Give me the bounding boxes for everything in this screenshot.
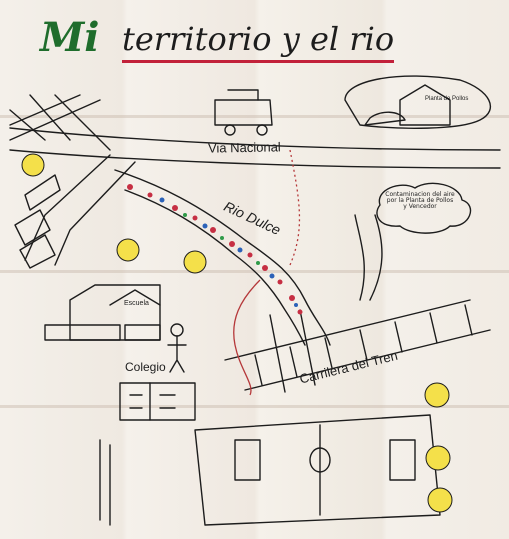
pollution-cloud: [376, 182, 472, 234]
planta-sign: Planta de Pollos: [425, 96, 469, 102]
car-icon: [364, 111, 406, 126]
title-mi: Mi: [40, 14, 100, 61]
title-text: territorio y el rio: [122, 20, 395, 63]
via-nacional-label: Via Nacional: [207, 139, 281, 156]
railroad-track: [224, 299, 471, 361]
road-line: [9, 99, 101, 141]
truck-icon: [214, 99, 273, 126]
school-icon: [69, 284, 161, 341]
house-icon: [19, 234, 56, 269]
lightbulb-icon: [21, 153, 453, 513]
factory-icon: [344, 75, 492, 129]
river-bank: [124, 189, 306, 346]
river-bank: [114, 169, 331, 346]
via-nacional-road: [9, 149, 501, 169]
sports-court: [194, 414, 441, 526]
house-icon: [14, 209, 51, 246]
house-icon: [24, 174, 61, 211]
paper-fold: [0, 405, 509, 408]
river-pollution: [127, 184, 303, 315]
person-icon: [170, 323, 184, 337]
planta-note: Contaminacion del aire por la Planta de …: [385, 191, 455, 210]
colegio-building: [119, 382, 196, 421]
colegio-label: Colegio: [125, 360, 166, 374]
via-nacional-road: [9, 127, 501, 151]
paper-fold: [0, 115, 509, 118]
escuela-label: Escuela: [124, 300, 149, 307]
